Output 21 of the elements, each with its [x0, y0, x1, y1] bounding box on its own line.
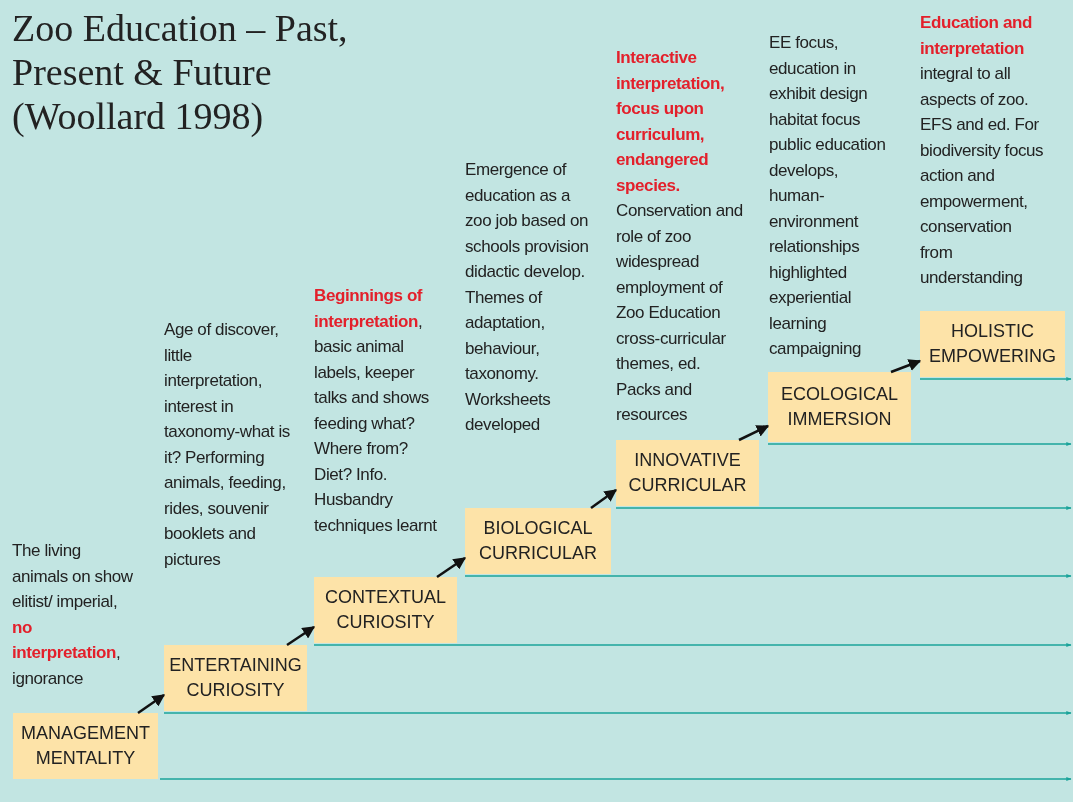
title: Zoo Education – Past, Present & Future (Woollard 1998)	[12, 6, 349, 138]
arrow	[137, 693, 166, 715]
stage-description: Age of discover, little interpretation, interest in taxonomy-what is it? Performing animals, feeding, rides, souvenir booklets and pictures	[164, 319, 291, 571]
stage-description: EE focus, education in exhibit design habitat focus public education develops, human-environment relationships highlighted experiential learning campaigning	[769, 32, 887, 360]
stage-box: ENTERTAINING CURIOSITY	[164, 645, 307, 711]
stage-description: Beginnings of interpretation, basic animal labels, keeper talks and shows feeding what? Where from? Diet? Info. Husbandry techniques learnt	[314, 285, 438, 537]
stage-description: The living animals on show elitist/ imperial, no interpretation, ignorance	[12, 540, 134, 690]
stage-box: MANAGEMENT MENTALITY	[13, 713, 158, 779]
arrow	[890, 359, 922, 374]
arrow	[286, 625, 316, 647]
stage-box: CONTEXTUAL CURIOSITY	[314, 577, 457, 643]
stage-box: BIOLOGICAL CURRICULAR	[465, 508, 611, 574]
arrow	[738, 424, 770, 442]
stage-box: ECOLOGICAL IMMERSION	[768, 372, 911, 442]
stage-description: Emergence of education as a zoo job based on schools provision didactic develop. Themes of adaptation, behaviour, taxonomy. Worksheets developed	[465, 159, 590, 436]
stage-description: Interactive interpretation, focus upon curriculum, endangered species. Conservation and role of zoo widespread employment of Zoo Education cross-curricular themes, ed. Packs and resources	[616, 47, 744, 426]
arrow	[590, 489, 617, 509]
stage-description: Education and interpretation integral to all aspects of zoo. EFS and ed. For biodiversity focus action and empowerment, conservation from understanding	[920, 12, 1045, 289]
stage-box: HOLISTIC EMPOWERING	[920, 311, 1065, 377]
arrow	[436, 556, 467, 579]
stage-box: INNOVATIVE CURRICULAR	[616, 440, 759, 506]
